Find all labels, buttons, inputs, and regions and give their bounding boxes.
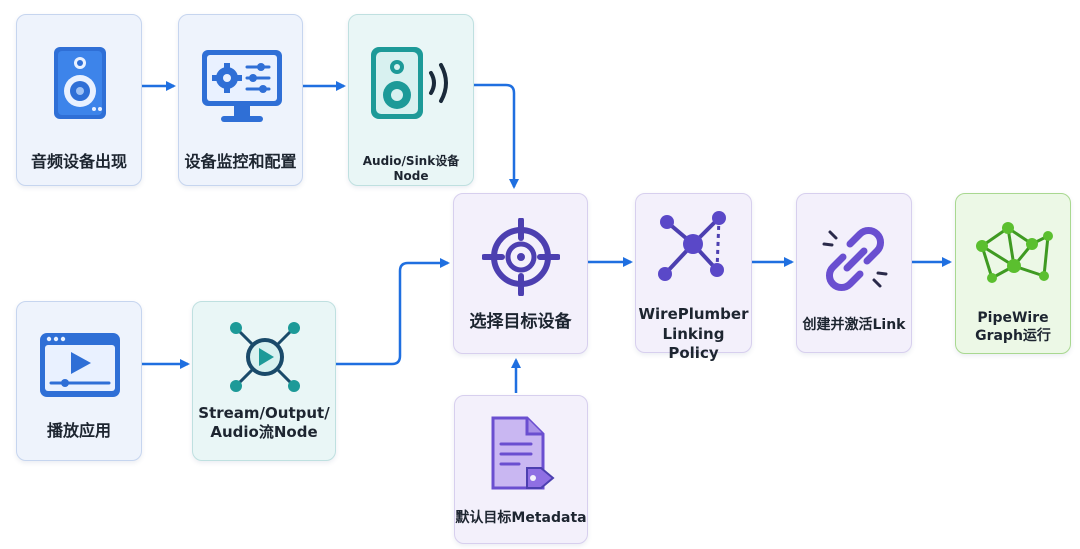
- document-tag-icon: [491, 416, 555, 490]
- node-label: Audio/Sink设备Node: [362, 154, 460, 183]
- node-pipewire: PipeWire Graph运行: [955, 193, 1071, 354]
- arrow-sink-to-select: [474, 83, 519, 189]
- monitor-settings-icon: [202, 50, 282, 122]
- speaker-sound-icon: [371, 47, 448, 119]
- target-icon: [482, 218, 560, 296]
- node-label: 音频设备出现: [30, 152, 127, 171]
- node-sink-node: Audio/Sink设备Node: [348, 14, 474, 186]
- node-label: 选择目标设备: [469, 312, 572, 332]
- node-playback-app: 播放应用: [16, 301, 142, 461]
- node-label: 创建并激活Link: [802, 317, 906, 333]
- chain-link-icon: [822, 227, 888, 291]
- node-monitor-config: 设备监控和配置: [178, 14, 303, 186]
- node-label-line2: Linking Policy: [662, 325, 725, 362]
- node-label: 默认目标Metadata: [455, 510, 587, 526]
- node-select-target: 选择目标设备: [453, 193, 588, 354]
- speaker-icon: [54, 47, 106, 119]
- node-label-line2: Graph运行: [975, 328, 1051, 344]
- node-create-link: 创建并激活Link: [796, 193, 912, 353]
- video-player-icon: [40, 333, 120, 397]
- arrow-stream-to-select: [336, 258, 450, 366]
- graph-nodes-icon: [658, 211, 726, 281]
- node-label: 播放应用: [46, 421, 111, 440]
- node-label-line1: WirePlumber: [638, 305, 749, 323]
- node-wireplumber: WirePlumber Linking Policy: [635, 193, 752, 362]
- network-graph-icon: [976, 222, 1053, 283]
- stream-hub-icon: [230, 322, 300, 392]
- node-metadata: 默认目标Metadata: [454, 395, 588, 544]
- node-label-line2: Audio流Node: [210, 423, 318, 441]
- node-audio-device: 音频设备出现: [16, 14, 142, 186]
- node-stream: Stream/Output/ Audio流Node: [192, 301, 336, 461]
- node-label: 设备监控和配置: [184, 152, 297, 171]
- node-label-line1: PipeWire: [977, 310, 1049, 326]
- node-label-line1: Stream/Output/: [198, 404, 330, 422]
